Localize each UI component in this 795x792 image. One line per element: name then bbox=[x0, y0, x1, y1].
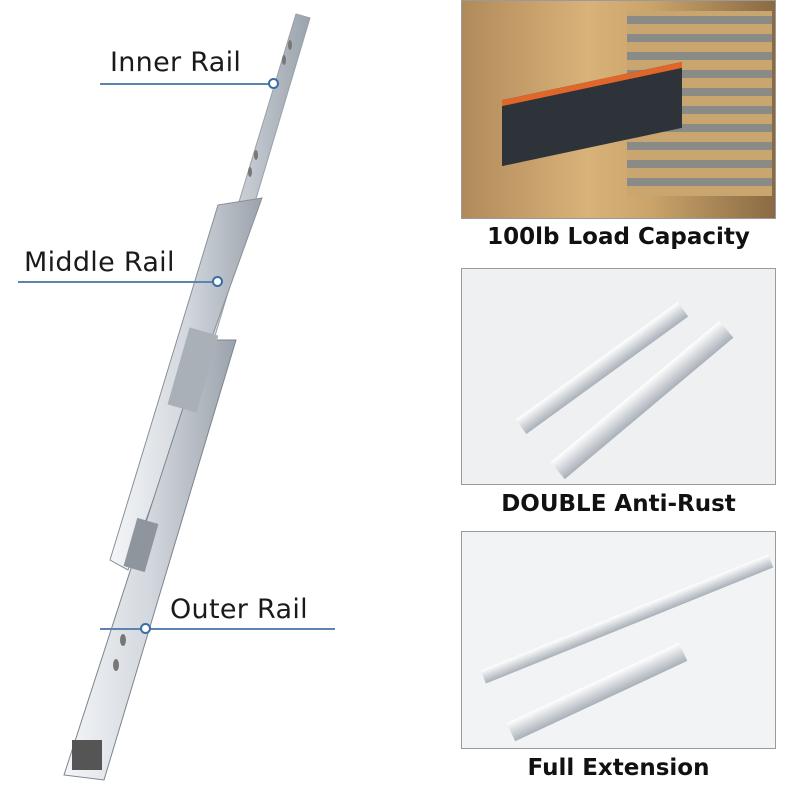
middle-rail-marker bbox=[212, 276, 223, 287]
full-extension-caption: Full Extension bbox=[527, 755, 710, 781]
outer-rail-label: Outer Rail bbox=[170, 594, 308, 625]
outer-rail-marker bbox=[140, 623, 151, 634]
outer-rail-leader-line bbox=[100, 628, 335, 630]
slide-rail bbox=[480, 554, 774, 684]
inner-rail-marker bbox=[268, 78, 279, 89]
anti-rust-caption: DOUBLE Anti-Rust bbox=[501, 491, 736, 517]
load-capacity-caption: 100lb Load Capacity bbox=[487, 224, 750, 250]
middle-rail-label: Middle Rail bbox=[24, 247, 175, 278]
inner-rail-label: Inner Rail bbox=[110, 47, 242, 78]
anti-rust-photo bbox=[461, 268, 776, 485]
outer-rail bbox=[63, 339, 237, 781]
inner-rail-leader-line bbox=[100, 83, 272, 85]
middle-rail-leader-line bbox=[18, 281, 216, 283]
load-capacity-photo bbox=[461, 0, 776, 219]
full-extension-photo bbox=[461, 531, 776, 749]
